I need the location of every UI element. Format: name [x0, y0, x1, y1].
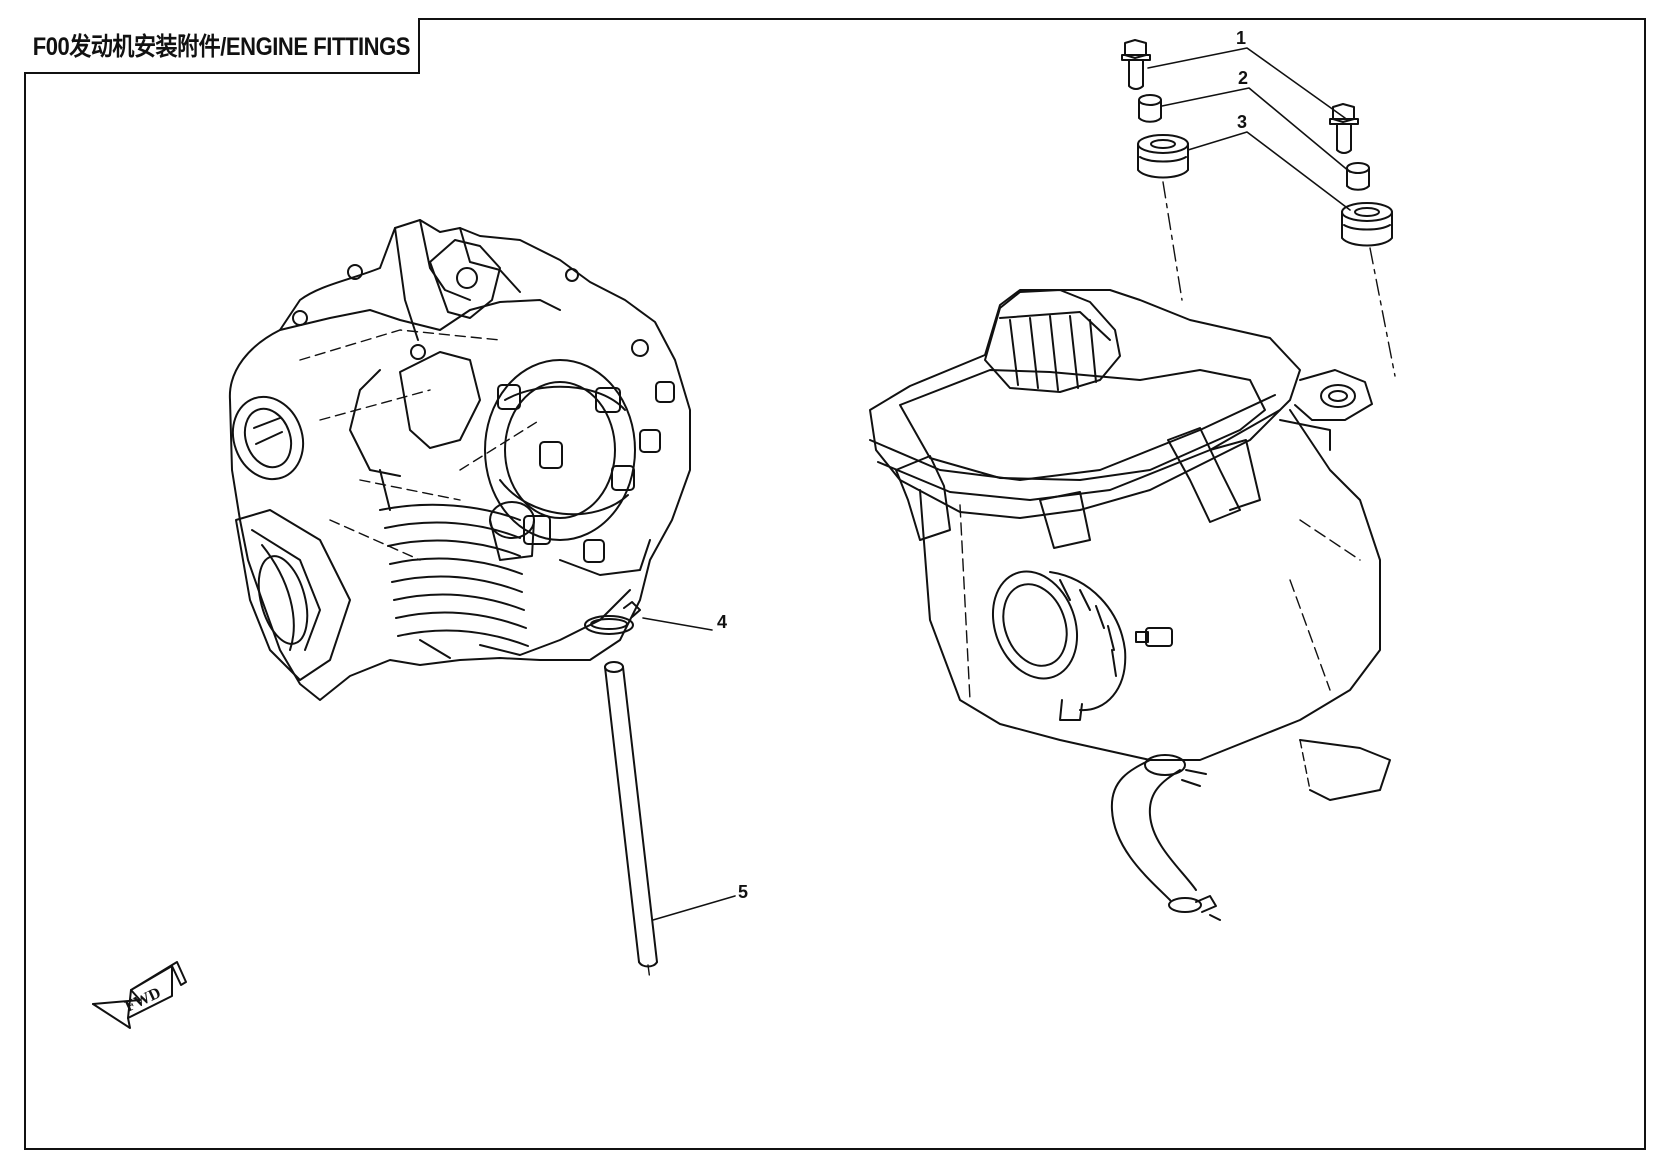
cylinder-fins — [379, 503, 529, 647]
snorkel-ribs — [1009, 315, 1097, 391]
assembly-centerlines — [1162, 181, 1396, 377]
callout-numbers: 1 2 3 4 5 — [717, 28, 1248, 902]
callout-1: 1 — [1236, 28, 1246, 48]
part-1-bolts — [1121, 39, 1359, 154]
title-box: F00发动机安装附件/ENGINE FITTINGS — [24, 18, 420, 74]
cam-cover-bolts — [497, 381, 675, 563]
drawing-frame — [24, 18, 1646, 1150]
callout-2: 2 — [1238, 68, 1248, 88]
leader-lines — [642, 47, 1351, 921]
callout-3: 3 — [1237, 112, 1247, 132]
air-box-assembly — [869, 289, 1391, 921]
part-5-breather-hose — [604, 661, 658, 981]
part-4-hose-clamp — [584, 601, 641, 635]
part-3-grommets — [1137, 134, 1393, 247]
engine-assembly — [228, 219, 691, 701]
callout-5: 5 — [738, 882, 748, 902]
callout-4: 4 — [717, 612, 727, 632]
lid-clips — [895, 427, 1261, 549]
fwd-arrow-icon: FWD — [92, 961, 187, 1029]
part-2-collars — [1138, 94, 1370, 191]
page-title: F00发动机安装附件/ENGINE FITTINGS — [32, 33, 410, 61]
